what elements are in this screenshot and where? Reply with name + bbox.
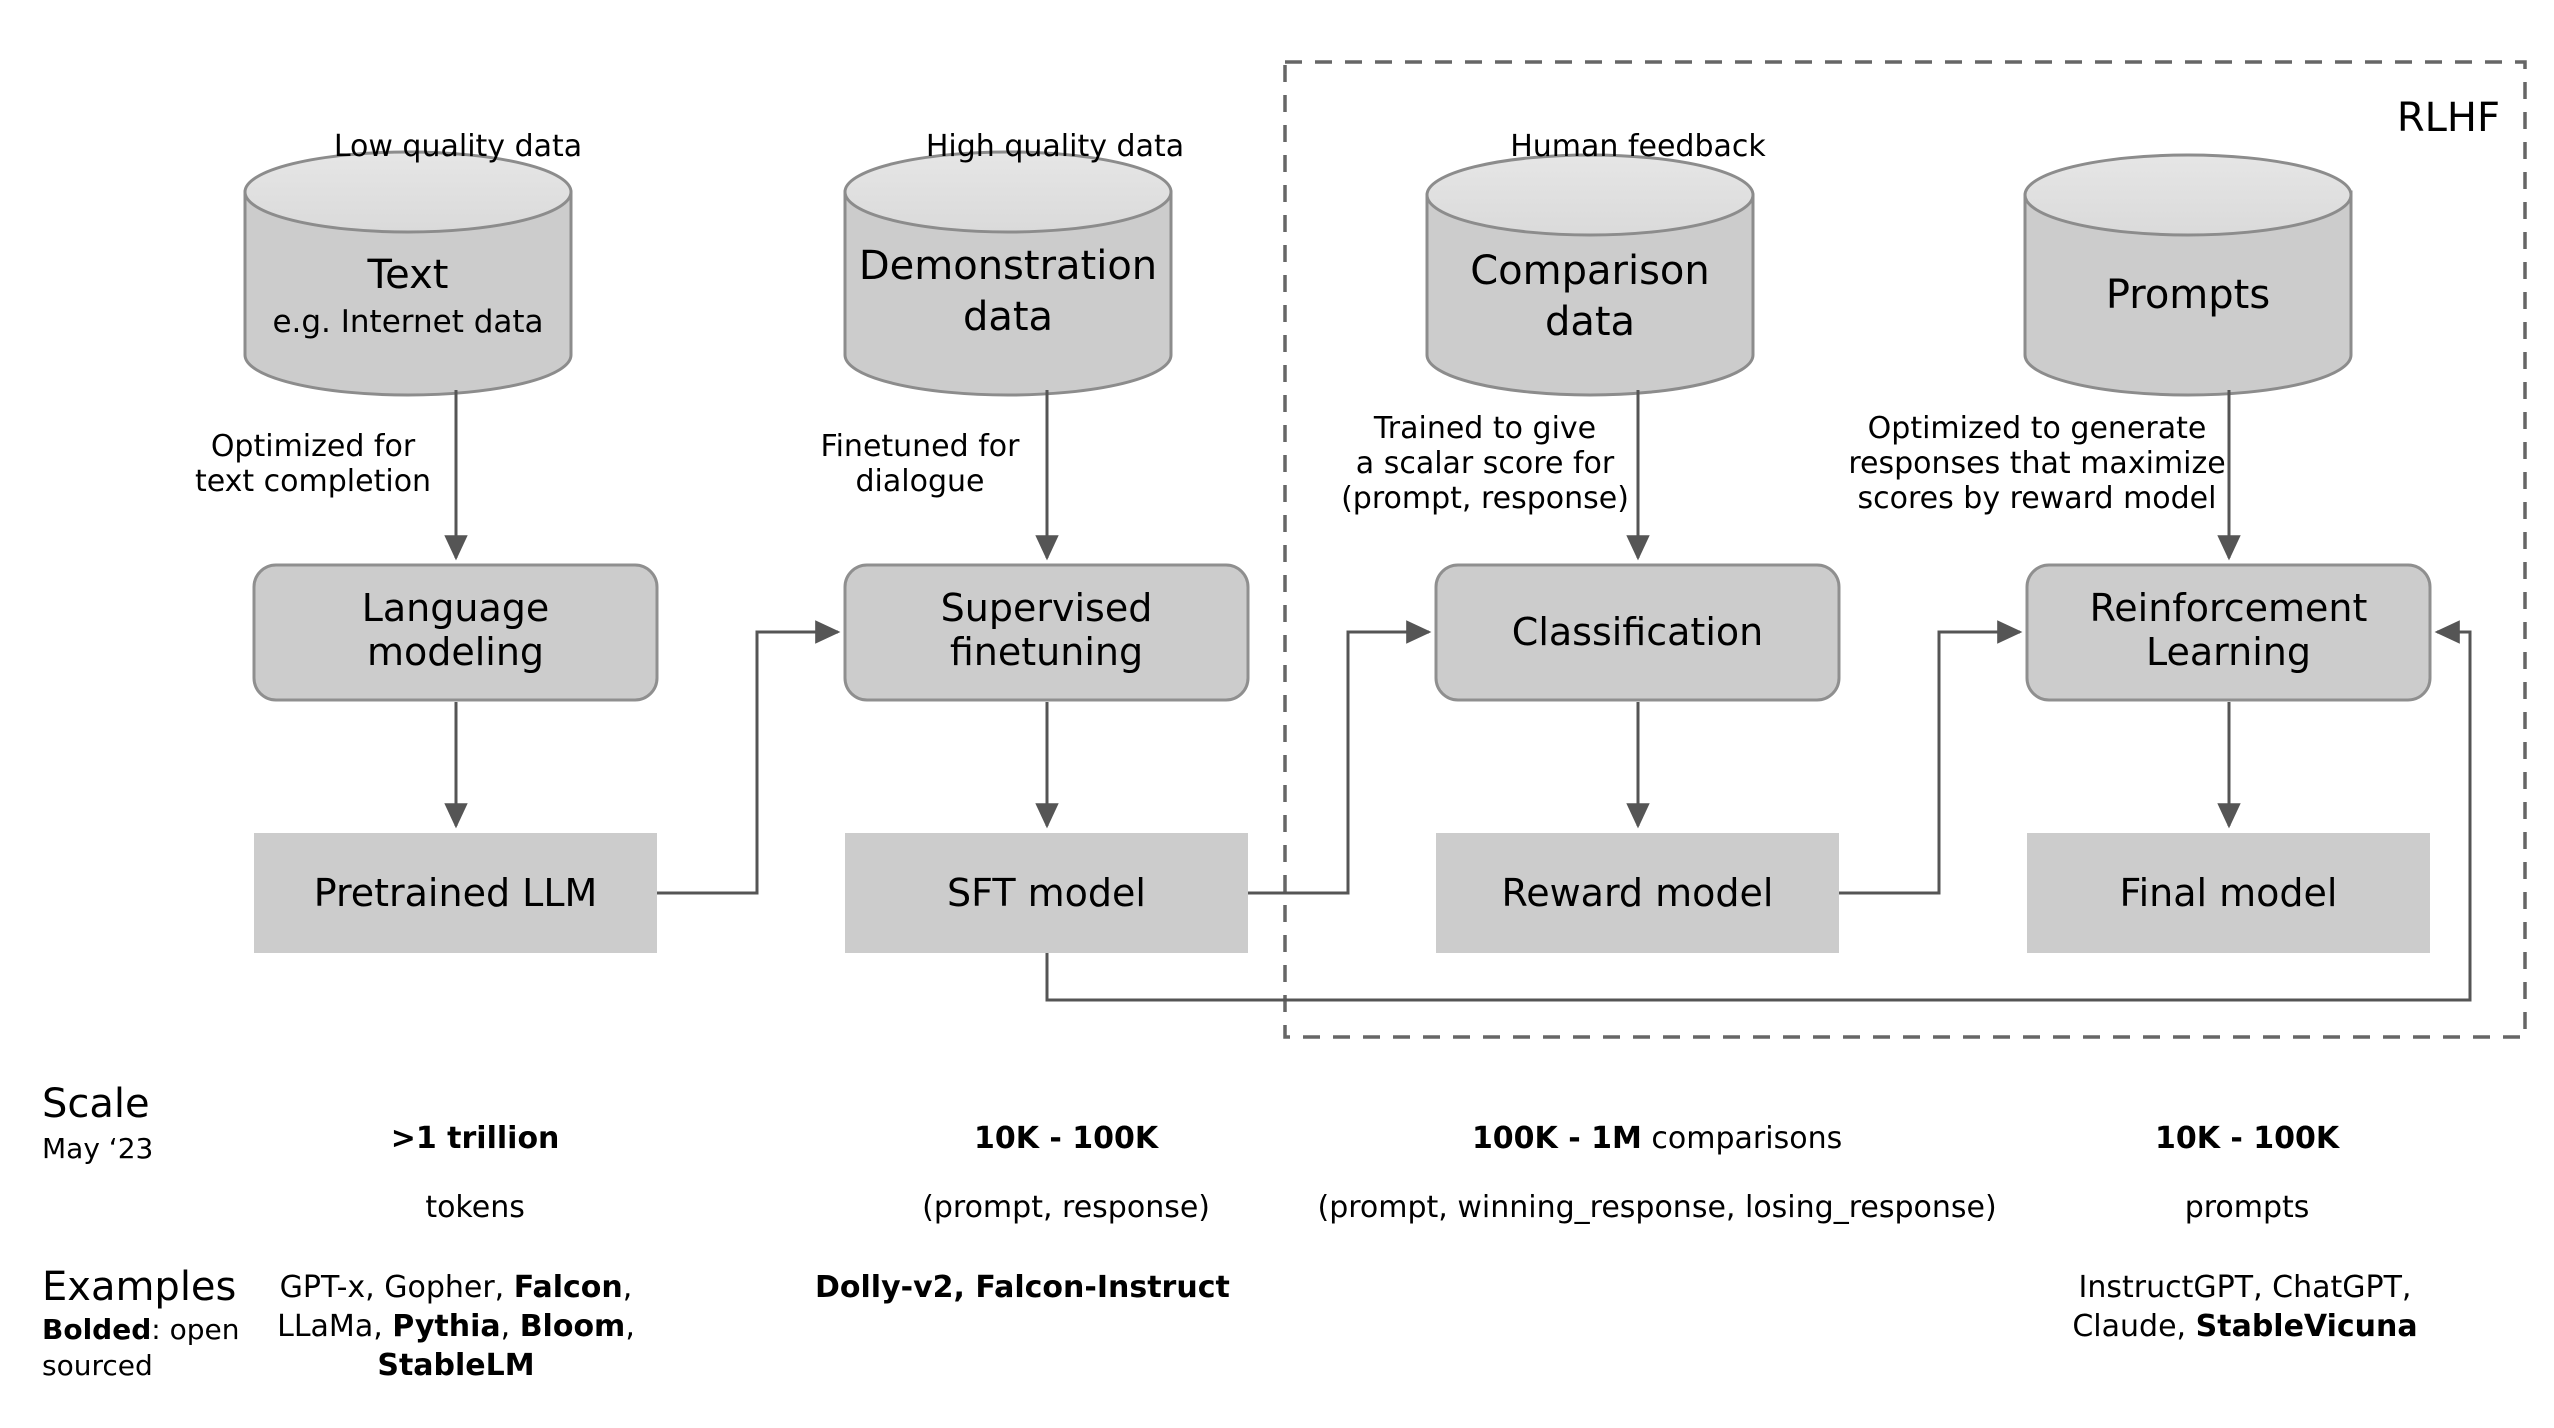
- scale-value-pretraining: >1 trillion tokens: [258, 1087, 654, 1261]
- edge-label-trained-scalar-score: Trained to give a scalar score for (prom…: [1341, 411, 1629, 516]
- label-pretrained-llm: Pretrained LLM: [313, 871, 598, 915]
- label-reinforcement-learning: Reinforcement Learning: [2089, 586, 2368, 675]
- rlhf-region-label: RLHF: [2396, 95, 2500, 141]
- scale-line2-reward-modeling: (prompt, winning_response, losing_respon…: [1317, 1190, 1997, 1226]
- scale-value-sft: 10K - 100K (prompt, response): [849, 1087, 1245, 1261]
- label-reward-model: Reward model: [1501, 871, 1774, 915]
- scale-bold-reward-modeling: 100K - 1M: [1471, 1120, 1642, 1156]
- label-final-model: Final model: [2119, 871, 2338, 915]
- examples-row-title: Examples: [42, 1264, 237, 1310]
- edge-label-finetuned-dialogue: Finetuned for dialogue: [820, 429, 1020, 499]
- cylinder-prompts-title: Prompts: [2105, 272, 2271, 318]
- cylinder-text-subtitle: e.g. Internet data: [272, 304, 544, 340]
- scale-plain-pretraining: tokens: [425, 1190, 525, 1226]
- scale-bold-pretraining: >1 trillion: [390, 1120, 560, 1156]
- edge-label-optimized-generate: Optimized to generate responses that max…: [1848, 411, 2226, 516]
- cylinder-demonstration-title: Demonstration: [858, 243, 1158, 289]
- label-classification: Classification: [1511, 610, 1764, 654]
- scale-bold-rl: 10K - 100K: [2154, 1120, 2340, 1156]
- scale-value-reward-modeling: 100K - 1M comparisons (prompt, winning_r…: [1258, 1087, 2018, 1261]
- examples-value-pretraining: GPT-x, Gopher, Falcon,LLaMa, Pythia, Blo…: [277, 1270, 635, 1383]
- examples-value-rl: InstructGPT, ChatGPT,Claude, StableVicun…: [2072, 1270, 2418, 1344]
- scale-plain-reward-modeling: comparisons: [1641, 1120, 1843, 1156]
- cylinder-comparison-title: Comparison: [1470, 248, 1710, 294]
- connector-sftmodel-feedback-to-rl: [1045, 620, 2472, 1002]
- cylinder-text-title: Text: [367, 252, 449, 298]
- label-sft-model: SFT model: [947, 871, 1146, 915]
- label-language-modeling: Language modeling: [361, 586, 550, 675]
- scale-plain-rl: prompts: [2184, 1190, 2310, 1226]
- scale-row-subtitle: May ‘23: [42, 1132, 154, 1165]
- label-supervised-finetuning: Supervised finetuning: [940, 586, 1153, 675]
- scale-bold-sft: 10K - 100K: [973, 1120, 1159, 1156]
- cylinder-comparison-subtitle: data: [1544, 299, 1636, 345]
- connector-sftmodel-to-classification: [1248, 620, 1432, 895]
- scale-value-rl: 10K - 100K prompts: [2030, 1087, 2426, 1261]
- connector-pretrained-to-sft: [657, 620, 841, 895]
- connector-reward-to-rl: [1839, 620, 2023, 895]
- caption-human-feedback: Human feedback: [1510, 129, 1766, 164]
- scale-plain-sft: (prompt, response): [922, 1190, 1210, 1226]
- edge-label-optimized-text-completion: Optimized for text completion: [194, 429, 432, 499]
- scale-row-title: Scale: [42, 1081, 150, 1127]
- caption-high-quality-data: High quality data: [925, 129, 1185, 164]
- cylinder-demonstration-subtitle: data: [962, 294, 1054, 340]
- caption-low-quality-data: Low quality data: [333, 129, 583, 164]
- examples-value-sft: Dolly-v2, Falcon-Instruct: [815, 1270, 1230, 1305]
